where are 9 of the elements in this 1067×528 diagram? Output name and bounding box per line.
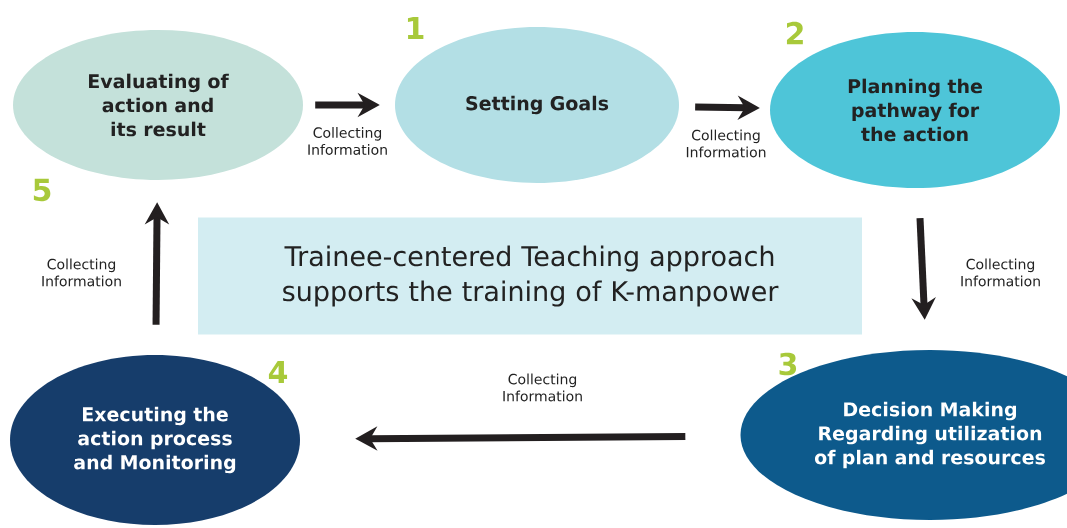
- edge-label: Collecting Information: [308, 127, 387, 155]
- edge-label: Collecting Information: [961, 258, 1040, 287]
- center-box: Trainee-centered Teaching approach supports the training of K-manpower: [198, 217, 862, 335]
- step-number: 5: [33, 178, 51, 202]
- edge-label: Collecting Information: [503, 373, 582, 402]
- edge-label: Collecting Information: [686, 129, 766, 158]
- edge-label: Collecting Information: [42, 258, 121, 287]
- step-number: 4: [268, 361, 288, 383]
- step-number: 3: [779, 352, 797, 376]
